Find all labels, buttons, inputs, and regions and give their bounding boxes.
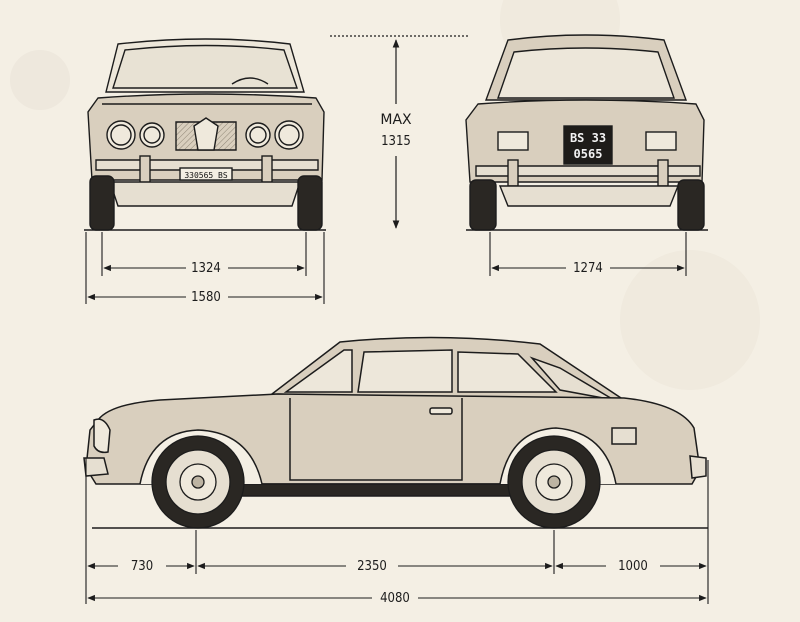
rear-view-car	[465, 34, 705, 231]
overall-length-label: 4080	[380, 591, 410, 606]
front-dimension-lines	[85, 232, 325, 304]
rear-plate-line-1: BS 33	[570, 131, 606, 145]
rear-track-label: 1274	[573, 261, 603, 276]
side-dimension-lines	[85, 458, 709, 604]
height-dimension	[330, 35, 470, 229]
wheelbase-label: 2350	[357, 559, 387, 574]
rear-overhang-label: 1000	[618, 559, 648, 574]
overall-width-label: 1580	[191, 290, 221, 305]
rear-dimension-lines	[489, 232, 687, 276]
rear-wheel	[507, 435, 601, 529]
height-value-label: 1315	[381, 134, 411, 149]
height-max-label: MAX	[380, 112, 412, 128]
front-overhang-label: 730	[131, 559, 153, 574]
front-track-label: 1324	[191, 261, 221, 276]
front-license-plate: 330565 BS	[184, 171, 228, 180]
front-view-car	[87, 38, 325, 231]
rear-plate-line-2: 0565	[574, 147, 603, 161]
front-wheel	[151, 435, 245, 529]
